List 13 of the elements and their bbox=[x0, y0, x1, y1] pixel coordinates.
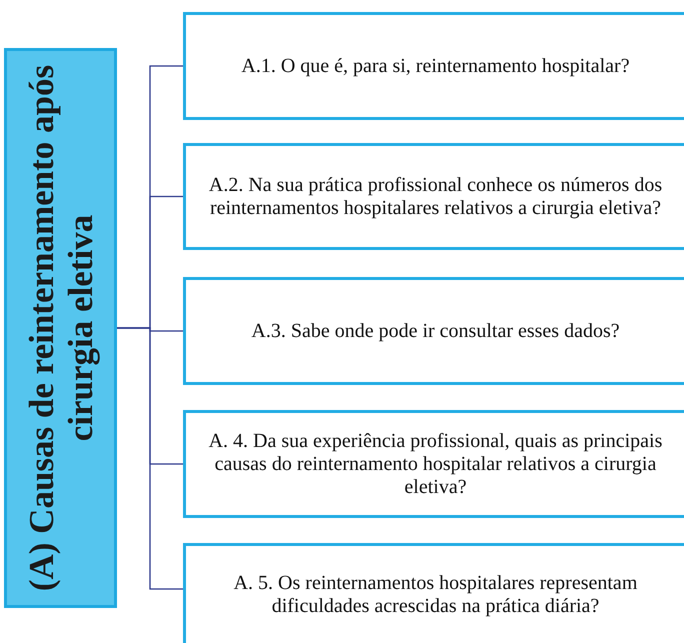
question-text: A. 5. Os reinternamentos hospitalares representam dificuldades acrescidas na prática diária? bbox=[232, 572, 638, 618]
question-text: A.1. O que é, para si, reinternamento hospitalar? bbox=[241, 54, 630, 78]
question-text: A.2. Na sua prática profissional conhece os números dos reinternamentos hospitalares relativos a cirurgia eletiva? bbox=[208, 174, 664, 220]
category-box bbox=[4, 48, 117, 608]
question-text: A.3. Sabe onde pode ir consultar esses dados? bbox=[251, 320, 620, 342]
category-title: (A) Causas de reinternamento após cirurgia eletiva bbox=[21, 64, 100, 594]
question-box bbox=[183, 277, 684, 385]
question-box bbox=[183, 410, 684, 518]
question-box bbox=[183, 543, 684, 643]
question-box bbox=[183, 12, 684, 120]
question-box bbox=[183, 143, 684, 250]
question-text: A. 4. Da sua experiência profissional, quais as principais causas do reinternamento hospitalar relativos a cirurgia eletiva? bbox=[208, 430, 664, 498]
connector-line bbox=[117, 327, 183, 590]
